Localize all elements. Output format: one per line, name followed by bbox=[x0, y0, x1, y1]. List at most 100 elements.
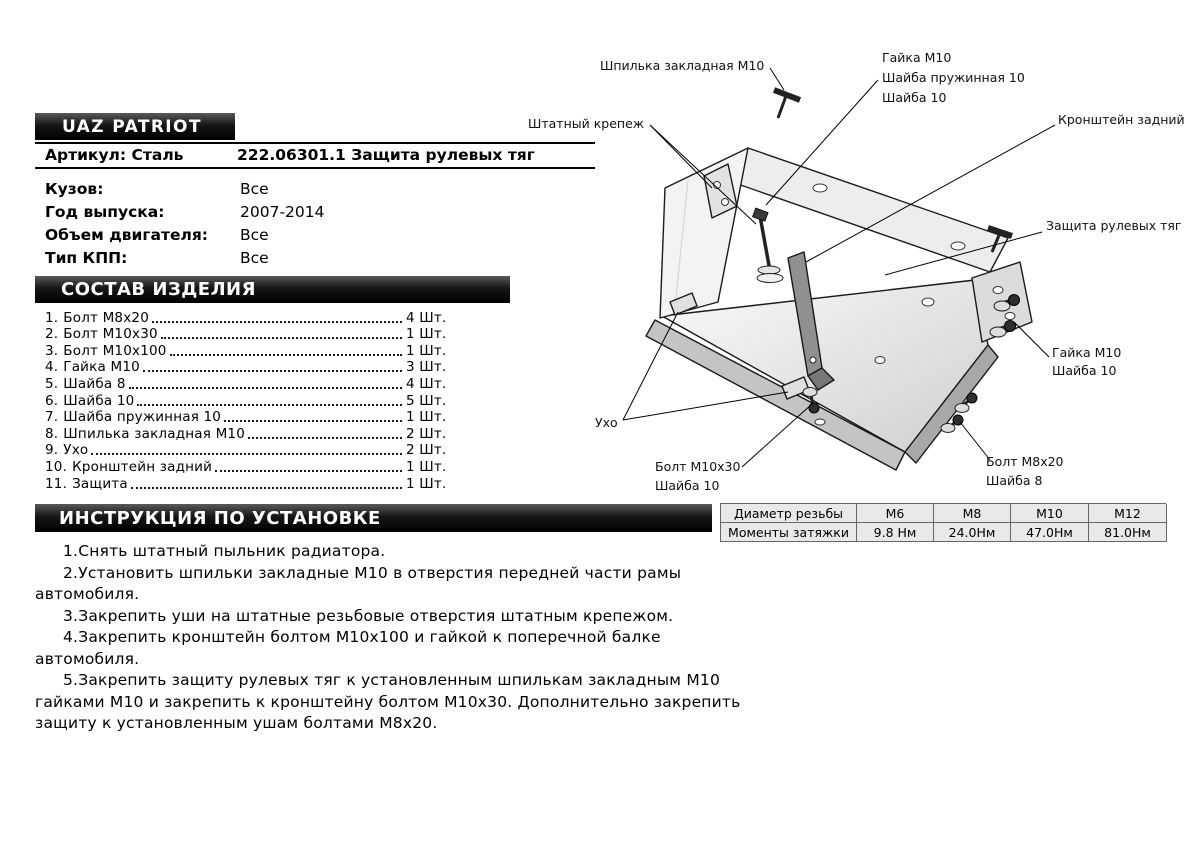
part-qty: 1 Шт. bbox=[406, 409, 447, 426]
part-number: 7. bbox=[45, 409, 59, 426]
part-number: 4. bbox=[45, 359, 59, 376]
part-row: 10.Кронштейн задний 1 Шт. bbox=[45, 458, 460, 475]
torque-table-cell: М8 bbox=[934, 504, 1011, 523]
label-oem-fastener: Штатный крепеж bbox=[528, 116, 644, 131]
torque-table-cell: 81.0Нм bbox=[1089, 523, 1167, 542]
dot-leader bbox=[160, 337, 402, 340]
label-washer-8: Шайба 8 bbox=[986, 473, 1042, 488]
vehicle-specs: Кузов: Все Год выпуска: 2007-2014 Объем … bbox=[45, 180, 525, 272]
ear-tabs bbox=[669, 292, 810, 400]
torque-table-cell: М6 bbox=[857, 504, 934, 523]
stud-nut-washer-assembly bbox=[752, 207, 784, 283]
embedded-stud-icon bbox=[772, 87, 1013, 253]
part-row: 4.Гайка М10 3 Шт. bbox=[45, 359, 460, 376]
part-number: 1. bbox=[45, 309, 59, 326]
part-name: Болт М10х100 bbox=[63, 342, 167, 359]
torque-table-cell: М10 bbox=[1011, 504, 1089, 523]
dot-leader bbox=[128, 386, 402, 389]
part-row: 6.Шайба 10 5 Шт. bbox=[45, 392, 460, 409]
label-spring-washer: Шайба пружинная 10 bbox=[882, 70, 1025, 85]
part-name: Гайка М10 bbox=[63, 359, 140, 376]
label-washer-10-top: Шайба 10 bbox=[882, 90, 946, 105]
composition-banner: СОСТАВ ИЗДЕЛИЯ bbox=[35, 276, 510, 303]
part-name: Кронштейн задний bbox=[72, 458, 213, 475]
part-qty: 3 Шт. bbox=[406, 359, 447, 376]
spec-value: Все bbox=[240, 226, 269, 244]
part-qty: 2 Шт. bbox=[406, 425, 447, 442]
divider-line bbox=[35, 142, 595, 144]
part-row: 9.Ухо 2 Шт. bbox=[45, 442, 460, 459]
spec-label: Объем двигателя: bbox=[45, 226, 208, 244]
part-qty: 4 Шт. bbox=[406, 309, 447, 326]
part-qty: 2 Шт. bbox=[406, 442, 447, 459]
label-bolt-m8x20: Болт М8х20 bbox=[986, 454, 1064, 469]
torque-table: Диаметр резьбы М6 М8 М10 М12 Моменты зат… bbox=[720, 503, 1167, 542]
spec-row-body: Кузов: Все bbox=[45, 180, 525, 203]
label-nut-m10-right: Гайка М10 bbox=[1052, 345, 1121, 360]
spec-label: Кузов: bbox=[45, 180, 104, 198]
label-rear-bracket: Кронштейн задний bbox=[1058, 112, 1185, 127]
part-number: 3. bbox=[45, 342, 59, 359]
dot-leader bbox=[152, 320, 402, 323]
article-value: 222.06301.1 Защита рулевых тяг bbox=[237, 146, 535, 164]
label-embedded-stud: Шпилька закладная М10 bbox=[600, 58, 764, 73]
part-row: 7.Шайба пружинная 10 1 Шт. bbox=[45, 409, 460, 426]
part-number: 11. bbox=[45, 475, 68, 492]
part-name: Шпилька закладная М10 bbox=[63, 425, 245, 442]
part-name: Болт М8х20 bbox=[63, 309, 149, 326]
part-name: Шайба пружинная 10 bbox=[63, 409, 222, 426]
spec-label: Тип КПП: bbox=[45, 249, 128, 267]
label-nut-m10-top: Гайка М10 bbox=[882, 50, 951, 65]
guard-plate bbox=[645, 147, 1033, 471]
brand-title: UAZ PATRIOT bbox=[62, 116, 202, 137]
part-name: Защита bbox=[72, 475, 128, 492]
part-number: 6. bbox=[45, 392, 59, 409]
label-washer-10-right: Шайба 10 bbox=[1052, 363, 1116, 378]
dot-leader bbox=[215, 469, 402, 472]
spec-row-gearbox: Тип КПП: Все bbox=[45, 249, 525, 272]
article-row: Артикул: Сталь 222.06301.1 Защита рулевы… bbox=[45, 146, 605, 166]
part-qty: 1 Шт. bbox=[406, 326, 447, 343]
dot-leader bbox=[248, 436, 402, 439]
part-name: Ухо bbox=[63, 442, 89, 459]
part-name: Шайба 8 bbox=[63, 375, 126, 392]
part-qty: 1 Шт. bbox=[406, 458, 447, 475]
divider-line bbox=[35, 167, 595, 169]
install-step: 5.Закрепить защиту рулевых тяг к установ… bbox=[35, 671, 741, 732]
spec-value: Все bbox=[240, 249, 269, 267]
part-qty: 4 Шт. bbox=[406, 375, 447, 392]
composition-title: СОСТАВ ИЗДЕЛИЯ bbox=[61, 279, 256, 300]
part-number: 9. bbox=[45, 442, 59, 459]
part-row: 1.Болт М8х20 4 Шт. bbox=[45, 309, 460, 326]
spec-row-engine: Объем двигателя: Все bbox=[45, 226, 525, 249]
install-step: 3.Закрепить уши на штатные резьбовые отв… bbox=[63, 606, 674, 625]
part-number: 10. bbox=[45, 458, 68, 475]
flange-bolts bbox=[989, 294, 1020, 338]
instructions-banner: ИНСТРУКЦИЯ ПО УСТАНОВКЕ bbox=[35, 504, 712, 532]
dot-leader bbox=[142, 370, 402, 373]
assembly-diagram: Шпилька закладная М10 Штатный крепеж Гай… bbox=[528, 50, 1185, 493]
rear-bracket bbox=[787, 251, 835, 391]
dot-leader bbox=[224, 420, 402, 423]
part-number: 8. bbox=[45, 425, 59, 442]
torque-table-cell: Моменты затяжки bbox=[721, 523, 857, 542]
torque-table-cell: 9.8 Нм bbox=[857, 523, 934, 542]
torque-table-cell: Диаметр резьбы bbox=[721, 504, 857, 523]
part-qty: 5 Шт. bbox=[406, 392, 447, 409]
part-qty: 1 Шт. bbox=[406, 475, 447, 492]
label-guard: Защита рулевых тяг bbox=[1046, 218, 1181, 233]
leader-lines bbox=[622, 67, 1056, 468]
label-washer-10-bot: Шайба 10 bbox=[655, 478, 719, 493]
label-bolt-m10x30: Болт М10х30 bbox=[655, 459, 741, 474]
part-row: 11.Защита 1 Шт. bbox=[45, 475, 460, 492]
part-name: Шайба 10 bbox=[63, 392, 135, 409]
install-step: 1.Снять штатный пыльник радиатора. bbox=[63, 542, 386, 560]
torque-table-cell: 47.0Нм bbox=[1011, 523, 1089, 542]
dot-leader bbox=[130, 486, 402, 489]
label-ear: Ухо bbox=[595, 415, 618, 430]
